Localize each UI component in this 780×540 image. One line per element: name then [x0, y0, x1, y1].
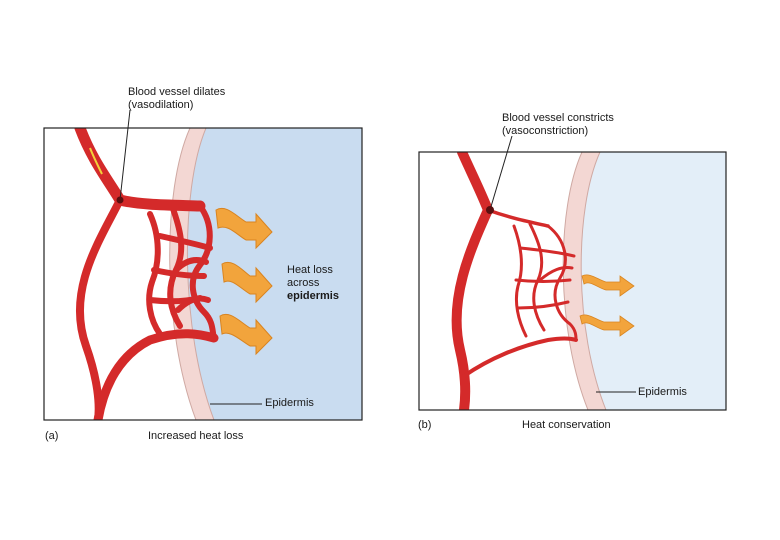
panel-letter-b: (b)	[418, 419, 431, 431]
panel-letter-a: (a)	[45, 430, 58, 442]
heat-loss-label-line3: epidermis	[287, 290, 339, 302]
caption-a: Increased heat loss	[148, 430, 243, 442]
epidermis-label-b: Epidermis	[638, 386, 687, 398]
heat-loss-label-line2: across	[287, 277, 319, 289]
heat-loss-label-line1: Heat loss	[287, 264, 333, 276]
caption-b: Heat conservation	[522, 419, 611, 431]
callout-label-a-line1: Blood vessel dilates	[128, 86, 225, 98]
vessel-point-dot	[117, 197, 124, 204]
callout-label-a-line2: (vasodilation)	[128, 99, 193, 111]
panel-b	[419, 136, 726, 410]
outside-air-region-a	[187, 128, 362, 420]
callout-label-b-line2: (vasoconstriction)	[502, 125, 588, 137]
callout-label-b-line1: Blood vessel constricts	[502, 112, 614, 124]
epidermis-label-a: Epidermis	[265, 397, 314, 409]
vessel-point-dot	[486, 206, 494, 214]
